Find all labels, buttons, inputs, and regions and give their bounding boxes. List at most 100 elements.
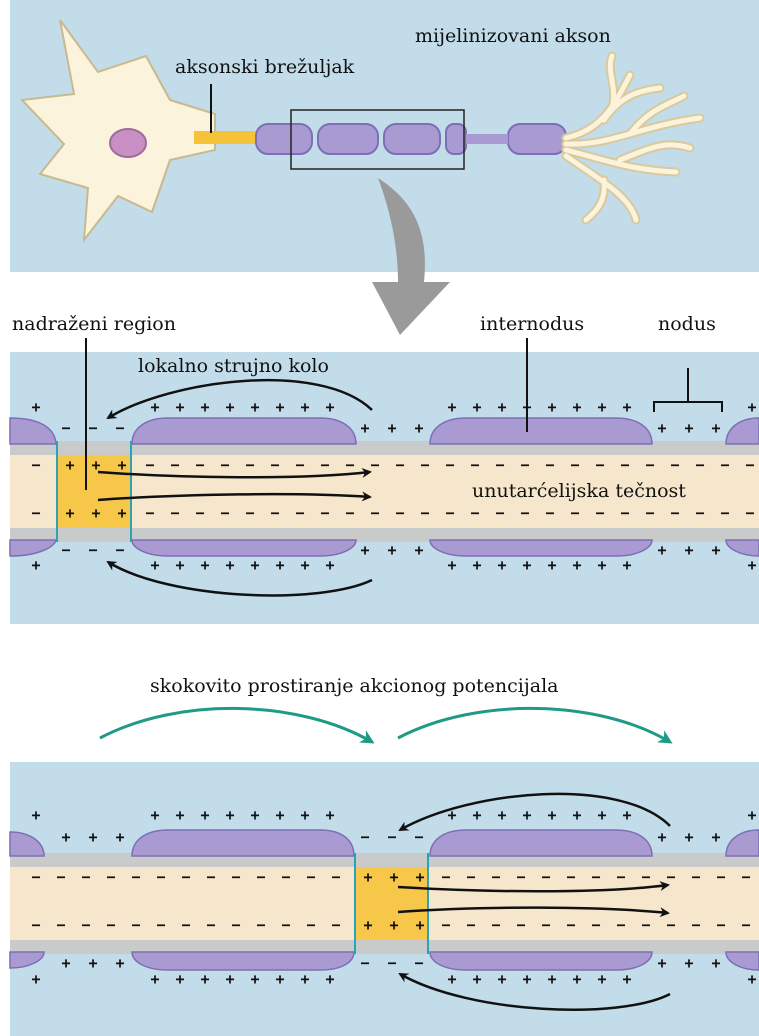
plus-sign: + <box>597 556 606 574</box>
minus-sign: − <box>56 868 65 886</box>
minus-sign: − <box>345 456 354 474</box>
plus-sign: + <box>747 970 756 988</box>
plus-sign: + <box>747 398 756 416</box>
plus-sign: + <box>622 970 631 988</box>
plus-sign: + <box>175 970 184 988</box>
minus-sign: − <box>595 456 604 474</box>
minus-sign: − <box>466 868 475 886</box>
plus-sign: + <box>275 806 284 824</box>
plus-sign: + <box>472 806 481 824</box>
plus-sign: + <box>711 419 720 437</box>
myelin-internode-top <box>132 830 354 856</box>
myelin-internode-bottom <box>132 540 356 556</box>
minus-sign: − <box>670 456 679 474</box>
plus-sign: + <box>547 806 556 824</box>
minus-sign: − <box>156 916 165 934</box>
minus-sign: − <box>331 868 340 886</box>
plus-sign: + <box>472 556 481 574</box>
plus-sign: + <box>389 916 398 934</box>
minus-sign: − <box>516 916 525 934</box>
plus-sign: + <box>747 556 756 574</box>
minus-sign: − <box>445 456 454 474</box>
plus-sign: + <box>363 868 372 886</box>
minus-sign: − <box>645 456 654 474</box>
plus-sign: + <box>572 970 581 988</box>
minus-sign: − <box>745 456 754 474</box>
minus-sign: − <box>231 868 240 886</box>
plus-sign: + <box>497 398 506 416</box>
myelin-internode-bottom <box>430 540 652 556</box>
plus-sign: + <box>622 806 631 824</box>
minus-sign: − <box>716 916 725 934</box>
minus-sign: − <box>666 868 675 886</box>
minus-sign: − <box>206 868 215 886</box>
myelin-internode-top <box>132 418 356 444</box>
plus-sign: + <box>684 419 693 437</box>
plus-sign: + <box>250 806 259 824</box>
minus-sign: − <box>591 916 600 934</box>
minus-sign: − <box>270 504 279 522</box>
intracellular-fluid-label: unutarćelijska tečnost <box>472 480 686 502</box>
minus-sign: − <box>295 504 304 522</box>
plus-sign: + <box>300 806 309 824</box>
plus-sign: + <box>572 398 581 416</box>
minus-sign: − <box>245 504 254 522</box>
minus-sign: − <box>545 504 554 522</box>
plus-sign: + <box>522 556 531 574</box>
minus-sign: − <box>716 868 725 886</box>
axon-hillock-label: aksonski brežuljak <box>175 56 355 78</box>
minus-sign: − <box>360 828 369 846</box>
minus-sign: − <box>370 504 379 522</box>
plus-sign: + <box>711 828 720 846</box>
plus-sign: + <box>31 806 40 824</box>
plus-sign: + <box>325 398 334 416</box>
plus-sign: + <box>325 970 334 988</box>
minus-sign: − <box>641 868 650 886</box>
plus-sign: + <box>325 806 334 824</box>
minus-sign: − <box>295 456 304 474</box>
plus-sign: + <box>115 828 124 846</box>
minus-sign: − <box>616 916 625 934</box>
plus-sign: + <box>684 541 693 559</box>
minus-sign: − <box>115 419 124 437</box>
plus-sign: + <box>150 398 159 416</box>
minus-sign: − <box>320 456 329 474</box>
plus-sign: + <box>175 398 184 416</box>
plus-sign: + <box>387 541 396 559</box>
minus-sign: − <box>61 419 70 437</box>
minus-sign: − <box>566 868 575 886</box>
plus-sign: + <box>300 970 309 988</box>
minus-sign: − <box>541 868 550 886</box>
minus-sign: − <box>595 504 604 522</box>
minus-sign: − <box>666 916 675 934</box>
plus-sign: + <box>597 970 606 988</box>
myelin-segment <box>318 124 378 154</box>
plus-sign: + <box>65 504 74 522</box>
minus-sign: − <box>414 954 423 972</box>
plus-sign: + <box>300 398 309 416</box>
minus-sign: − <box>495 504 504 522</box>
plus-sign: + <box>250 556 259 574</box>
plus-sign: + <box>31 970 40 988</box>
minus-sign: − <box>420 456 429 474</box>
minus-sign: − <box>245 456 254 474</box>
minus-sign: − <box>106 868 115 886</box>
minus-sign: − <box>131 916 140 934</box>
minus-sign: − <box>466 916 475 934</box>
minus-sign: − <box>181 916 190 934</box>
excited-region-label: nadraženi region <box>12 313 176 335</box>
minus-sign: − <box>145 504 154 522</box>
axon-core-gap <box>466 134 508 144</box>
plus-sign: + <box>747 806 756 824</box>
minus-sign: − <box>395 504 404 522</box>
axon-hillock-segment <box>194 131 256 144</box>
plus-sign: + <box>250 398 259 416</box>
myelin-segments-overview <box>256 124 566 154</box>
plus-sign: + <box>225 970 234 988</box>
plus-sign: + <box>225 556 234 574</box>
minus-sign: − <box>695 456 704 474</box>
plus-sign: + <box>657 954 666 972</box>
minus-sign: − <box>281 868 290 886</box>
plus-sign: + <box>200 806 209 824</box>
